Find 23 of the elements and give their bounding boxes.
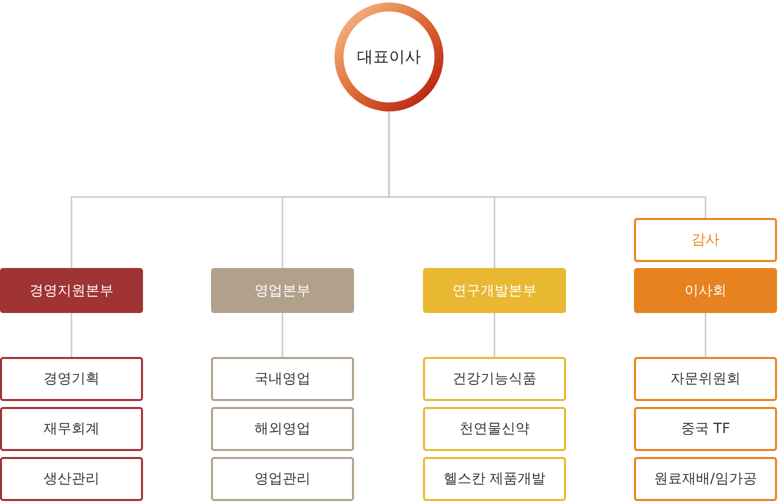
- connector-line: [70, 313, 72, 357]
- connector-line: [494, 313, 496, 357]
- department-box: 자문위원회: [634, 357, 777, 401]
- department-box: 경영기획: [0, 357, 143, 401]
- connector-line: [282, 313, 284, 357]
- department-box: 천연물신약: [423, 407, 566, 451]
- department-box: 생산관리: [0, 457, 143, 501]
- department-box: 중국 TF: [634, 407, 777, 451]
- department-box: 해외영업: [211, 407, 354, 451]
- department-box: 원료재배/임가공: [634, 457, 777, 501]
- division-box: 영업본부: [211, 268, 354, 313]
- department-box: 국내영업: [211, 357, 354, 401]
- department-box: 헬스칸 제품개발: [423, 457, 566, 501]
- division-box: 경영지원본부: [0, 268, 143, 313]
- department-box: 영업관리: [211, 457, 354, 501]
- connector-line: [704, 313, 706, 357]
- department-box: 재무회계: [0, 407, 143, 451]
- division-box: 이사회: [634, 268, 777, 313]
- department-box: 건강기능식품: [423, 357, 566, 401]
- audit-box: 감사: [634, 218, 777, 262]
- ceo-circle: 대표이사: [334, 2, 444, 112]
- division-box: 연구개발본부: [423, 268, 566, 313]
- connector-line: [388, 112, 706, 218]
